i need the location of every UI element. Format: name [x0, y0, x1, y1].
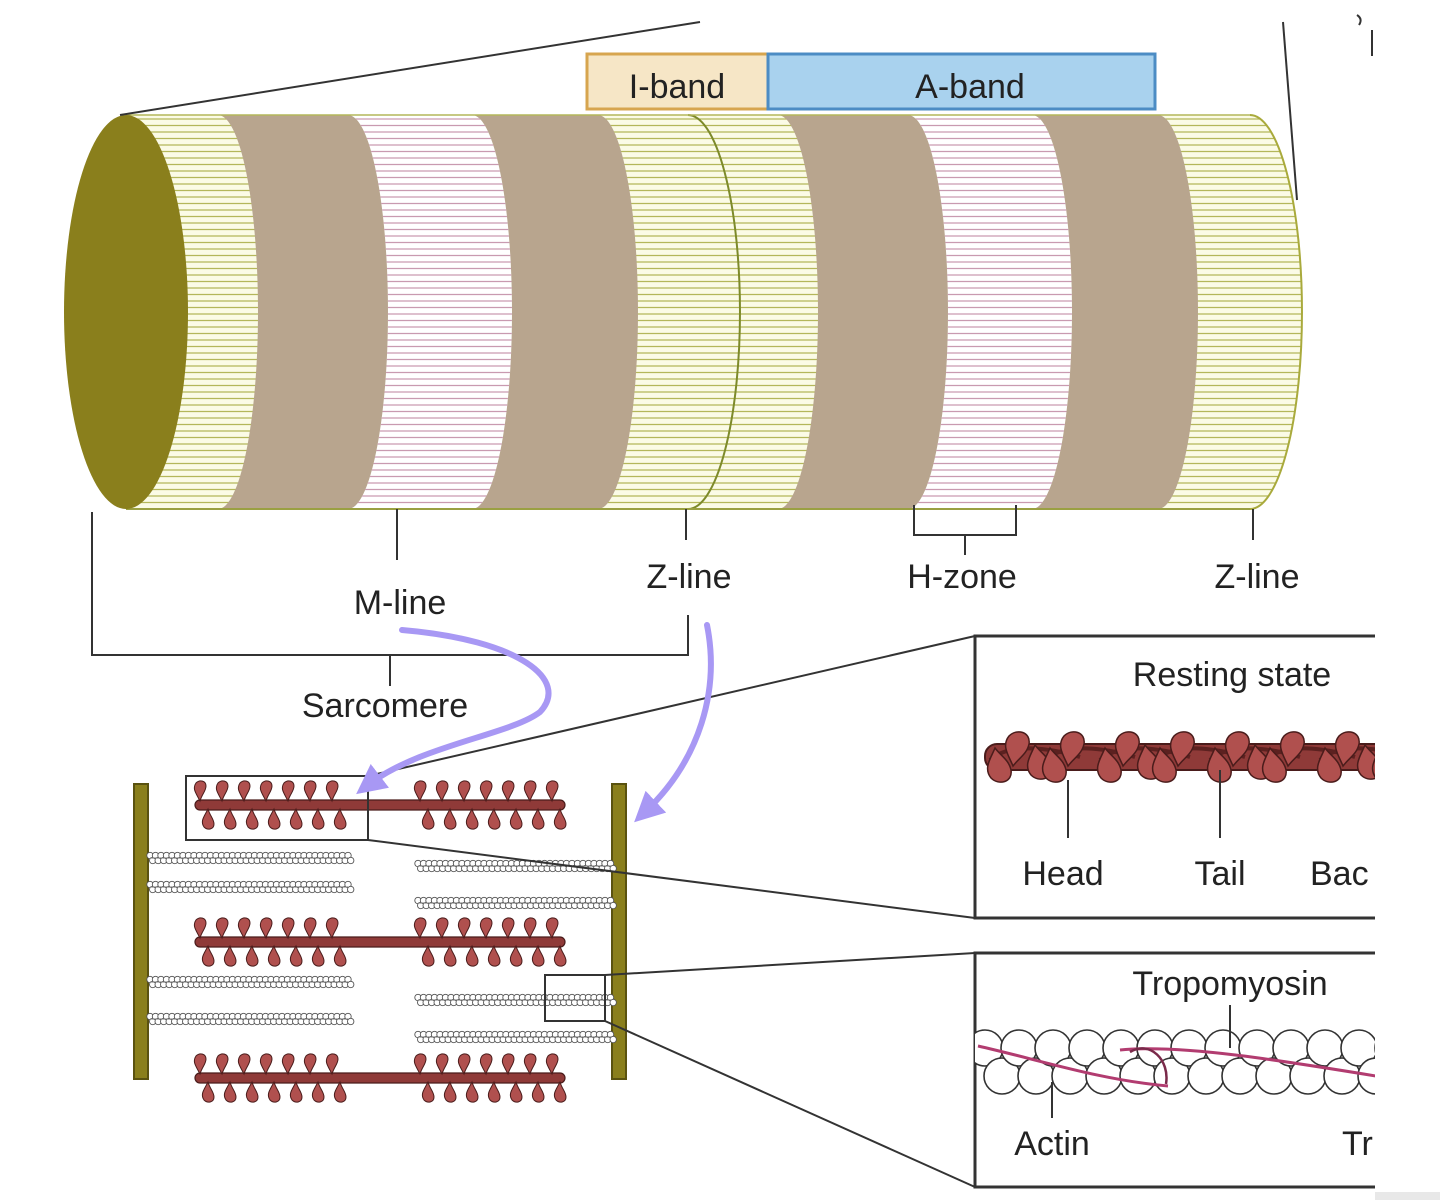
thin-filament — [415, 994, 617, 1005]
resting-state-title: Resting state — [1133, 656, 1331, 694]
actin-label: Actin — [1014, 1125, 1090, 1163]
a-band-label: A-band — [915, 68, 1025, 106]
troponin-label: Tr — [1342, 1125, 1373, 1163]
h-zone-label: H-zone — [907, 558, 1017, 596]
thick-filament — [194, 1054, 566, 1102]
z-line-arrow — [645, 625, 711, 812]
z-line-label-right: Z-line — [1214, 558, 1299, 596]
thick-filament — [194, 918, 566, 966]
actin-inset: Tropomyosin Actin Tr — [967, 953, 1428, 1187]
i-band-label: I-band — [629, 68, 725, 106]
thick-filament — [194, 781, 566, 829]
backbone-label: Bac — [1310, 855, 1369, 893]
sarcomere-schematic — [134, 776, 626, 1102]
z-disc-left — [134, 784, 148, 1079]
thin-filament — [147, 1013, 354, 1024]
thin-filament — [147, 976, 354, 987]
m-line-label: M-line — [354, 584, 447, 622]
thin-filament — [415, 860, 617, 871]
a-band-box: A-band — [768, 54, 1155, 109]
fiber-cross-section — [64, 115, 188, 509]
muscle-fiber-cylinder — [60, 100, 1320, 520]
thin-filament — [415, 897, 617, 908]
i-band-box: I-band — [587, 54, 768, 109]
tropomyosin-label: Tropomyosin — [1132, 965, 1327, 1003]
thick-filaments — [194, 781, 566, 1102]
head-label: Head — [1022, 855, 1103, 893]
thin-filament — [147, 852, 354, 863]
sarcomere-label: Sarcomere — [302, 687, 468, 725]
z-line-label-left: Z-line — [646, 558, 731, 596]
thin-filament — [147, 881, 354, 892]
resting-state-inset: Resting state Head Tail Bac — [975, 636, 1440, 918]
thin-filament — [415, 1031, 617, 1042]
tail-label: Tail — [1194, 855, 1245, 893]
